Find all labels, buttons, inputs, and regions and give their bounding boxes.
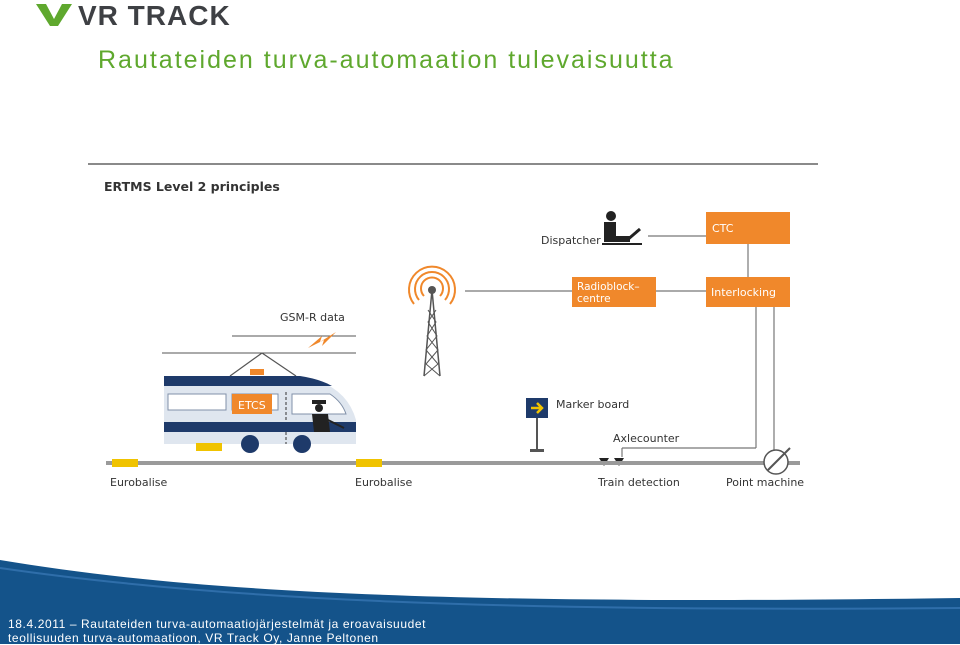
radio-waves-icon (408, 265, 456, 305)
interlocking-label: Interlocking (711, 286, 776, 299)
logo-v-mark (36, 4, 72, 26)
eurobalise-label-1: Eurobalise (110, 476, 167, 489)
marker-board-label: Marker board (556, 398, 629, 411)
train-detection-label: Train detection (597, 476, 680, 489)
radioblock-label-line2: centre (577, 293, 611, 305)
gsm-r-label: GSM-R data (280, 311, 345, 324)
vr-track-logo: VR TRACK (36, 2, 231, 28)
ertms-diagram: ERTMS Level 2 principles Dispatcher CTC … (88, 163, 818, 489)
axlecounter-label: Axlecounter (613, 432, 680, 445)
footer-line-1: 18.4.2011 – Rautateiden turva-automaatio… (8, 617, 427, 631)
diagram-heading: ERTMS Level 2 principles (104, 179, 280, 194)
eurobalise-2 (356, 459, 382, 467)
radioblock-centre-box (572, 277, 656, 307)
lightning-icon (308, 332, 336, 348)
etcs-box (232, 394, 272, 414)
footer-line-2: teollisuuden turva-automaatioon, VR Trac… (8, 631, 379, 645)
footer-text: 18.4.2011 – Rautateiden turva-automaatio… (8, 617, 426, 645)
eurobalise-1 (112, 459, 138, 467)
point-machine-label: Point machine (726, 476, 804, 489)
ctc-label: CTC (712, 222, 734, 235)
eurobalise-label-2: Eurobalise (355, 476, 412, 489)
radioblock-label-line1: Radioblock– (577, 281, 640, 293)
gsm-r-antenna (423, 286, 441, 377)
interlocking-box (706, 277, 790, 307)
point-machine-icon (763, 447, 791, 475)
dispatcher-icon (602, 211, 642, 245)
logo-text: VR TRACK (78, 2, 231, 28)
ctc-box (706, 212, 790, 244)
footer-band (0, 560, 960, 644)
driver-icon (312, 400, 345, 432)
dispatcher-label: Dispatcher (541, 234, 601, 247)
slide-title: Rautateiden turva-automaation tulevaisuu… (98, 46, 675, 74)
marker-board-icon (526, 398, 548, 452)
etcs-label: ETCS (238, 399, 266, 412)
